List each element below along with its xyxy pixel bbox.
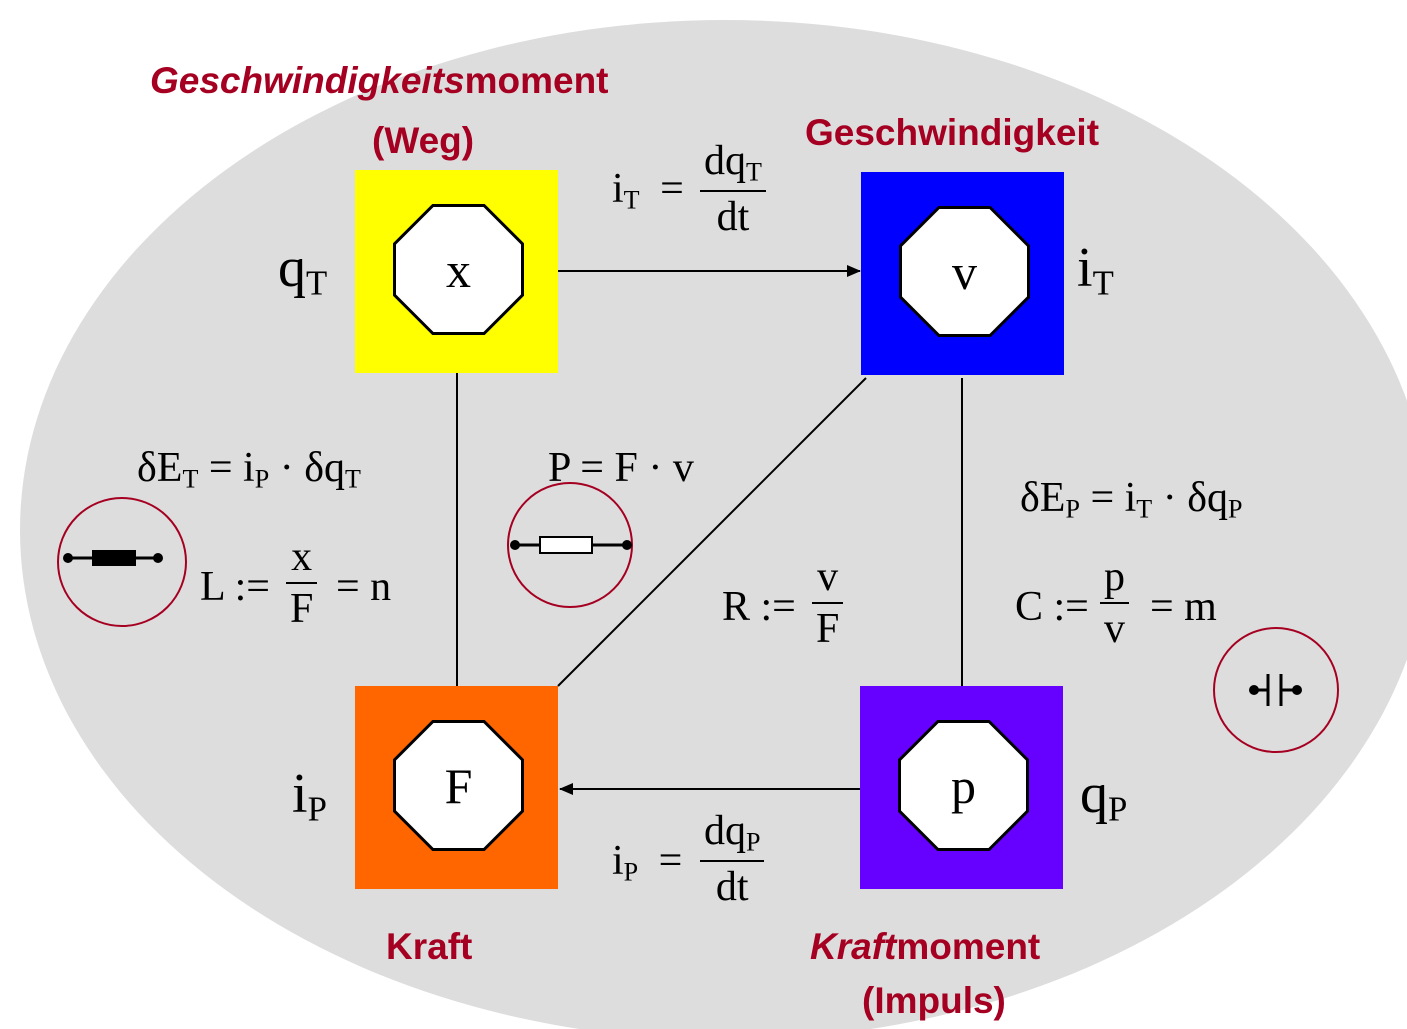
fraction-bar <box>812 602 844 604</box>
eq-sign: = <box>1090 475 1115 521</box>
eq-dot: · <box>279 445 294 491</box>
eq-letter: i <box>1124 475 1137 521</box>
var-qP: qP <box>1080 766 1127 827</box>
fraction-denominator: F <box>290 586 314 632</box>
eq-sub: P <box>254 464 270 494</box>
var-sub: P <box>307 789 327 829</box>
fraction-numerator: x <box>291 534 313 580</box>
eq-sub: T <box>1136 494 1153 524</box>
octagon-shape <box>393 720 524 851</box>
eq-sub: P <box>746 827 761 857</box>
equation-C-lhs: C := <box>1015 584 1089 630</box>
fraction-bar <box>700 859 765 862</box>
eq-sign: = <box>660 166 684 212</box>
equation-C-fraction: p v <box>1100 556 1129 650</box>
line-v-to-F <box>557 377 867 687</box>
title-weg: (Weg) <box>372 120 475 161</box>
node-symbol: p <box>951 757 976 814</box>
equation-P: P = F · v <box>548 445 694 491</box>
title-geschwindigkeit: Geschwindigkeit <box>805 112 1100 153</box>
var-iT: iT <box>1077 240 1114 301</box>
eq-sub: P <box>623 857 639 887</box>
var-iP: iP <box>292 766 327 827</box>
title-geschwindigkeitsmoment: Geschwindigkeitsmoment <box>150 62 609 99</box>
eq-sub: P <box>1065 494 1080 524</box>
fraction-denominator: v <box>1104 606 1125 652</box>
node-symbol: v <box>952 243 977 300</box>
equation-C-rhs: = m <box>1150 584 1217 630</box>
octagon-shape <box>393 204 524 335</box>
fraction-numerator: dqP <box>700 810 764 856</box>
equation-L-fraction: x F <box>286 534 318 632</box>
eq-sub: T <box>746 157 762 187</box>
eq-sub: P <box>1228 494 1243 524</box>
title-kraft: Kraft <box>386 926 473 967</box>
equation-L-lhs: L := <box>200 564 270 610</box>
node-F: F <box>355 686 558 889</box>
var-sub: P <box>1108 789 1128 829</box>
var-letter: q <box>278 237 306 299</box>
eq-letter: i <box>612 838 624 884</box>
octagon-shape <box>899 206 1030 337</box>
node-v: v <box>861 172 1064 375</box>
node-p: p <box>860 686 1063 889</box>
resistor-icon <box>507 482 633 608</box>
equation-dET: δET = iP · δqT <box>137 447 361 493</box>
node-x: x <box>355 170 558 373</box>
eq-sign: = <box>658 838 683 884</box>
eq-letter: dq <box>704 808 746 854</box>
equation-L-rhs: = n <box>336 564 392 610</box>
fraction-numerator: p <box>1104 554 1125 600</box>
eq-sign: = <box>208 445 233 491</box>
eq-letter: δE <box>137 445 183 491</box>
fraction-bar <box>286 582 318 584</box>
inductor-icon <box>57 497 187 627</box>
equation-iP-fraction: dqP dt <box>700 810 765 910</box>
fraction-numerator: v <box>817 554 839 600</box>
eq-dot: · <box>1162 475 1177 521</box>
equation-R-fraction: v F <box>812 554 844 652</box>
eq-sub: T <box>182 464 199 494</box>
fraction-bar <box>700 189 766 192</box>
fraction-denominator: dt <box>716 193 750 240</box>
title-kraftmoment: Kraftmoment <box>810 928 1040 965</box>
fraction-numerator: dqT <box>700 140 766 186</box>
eq-letter: δq <box>1187 475 1228 521</box>
fraction-denominator: F <box>816 606 840 652</box>
eq-sub: T <box>623 185 640 215</box>
equation-iT-lhs: iT = <box>612 168 684 214</box>
var-sub: T <box>1092 263 1114 303</box>
title-impuls: (Impuls) <box>862 980 1006 1021</box>
var-letter: q <box>1080 763 1108 825</box>
node-symbol: x <box>446 241 471 298</box>
equation-R-lhs: R := <box>722 584 796 630</box>
eq-letter: δE <box>1020 475 1066 521</box>
eq-letter: δq <box>304 445 345 491</box>
equation-iT-fraction: dqT dt <box>700 140 766 238</box>
eq-sub: T <box>345 464 361 494</box>
node-symbol: F <box>444 757 473 814</box>
eq-letter: dq <box>704 138 746 184</box>
eq-letter: i <box>612 166 624 212</box>
fraction-denominator: dt <box>715 863 749 910</box>
fraction-bar <box>1100 602 1129 604</box>
octagon-shape <box>898 720 1029 851</box>
capacitor-icon <box>1213 627 1339 753</box>
title-italic-part: Geschwindigkeits <box>150 60 465 101</box>
title-italic-part: Kraft <box>810 926 897 967</box>
var-letter: i <box>292 763 308 825</box>
eq-letter: i <box>243 445 255 491</box>
equation-dEP: δEP = iT · δqP <box>1020 477 1242 523</box>
var-sub: T <box>306 263 328 303</box>
equation-iP-lhs: iP = <box>612 840 682 886</box>
var-qT: qT <box>278 240 327 301</box>
title-rest-part: moment <box>464 60 609 101</box>
title-rest-part: moment <box>896 926 1041 967</box>
var-letter: i <box>1077 237 1093 299</box>
